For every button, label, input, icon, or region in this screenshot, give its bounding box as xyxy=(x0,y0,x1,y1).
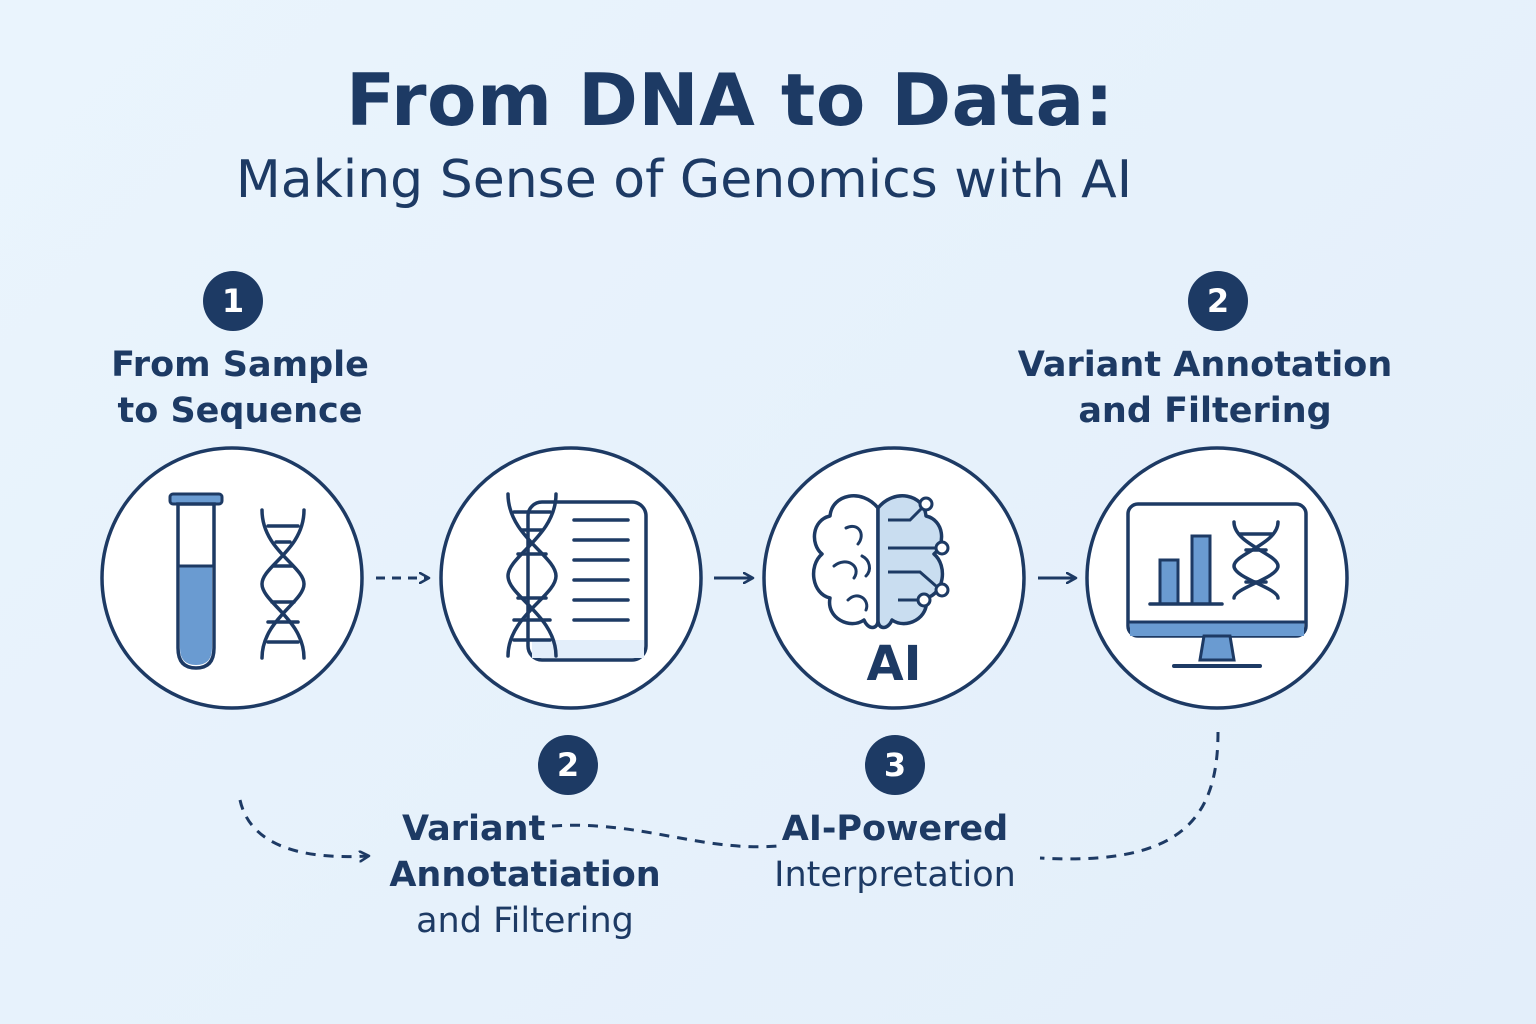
bar-chart-icon xyxy=(1148,534,1224,606)
dna-icon xyxy=(260,508,306,660)
ai-label: AI xyxy=(866,636,921,692)
step-badge-2-top: 2 xyxy=(1188,271,1248,331)
step-label-line: Interpretation xyxy=(774,855,1016,895)
step-badge-3: 3 xyxy=(865,735,925,795)
step-label-line: Annotatiation xyxy=(389,855,661,895)
stage-circle-sample xyxy=(100,446,364,710)
step-label-line: to Sequence xyxy=(117,391,363,431)
step-label-line: Variant Annotation xyxy=(1017,345,1393,385)
step-label-ai-powered-interpretation: AI-Powered Interpretation xyxy=(745,806,1045,898)
page-subtitle: Making Sense of Genomics with AI xyxy=(235,150,1133,210)
dna-icon xyxy=(1232,520,1280,600)
step-badge-1: 1 xyxy=(203,271,263,331)
page-title: From DNA to Data: xyxy=(345,58,1115,142)
step-label-line: From Sample xyxy=(111,345,369,385)
dashed-curve-left xyxy=(238,799,368,857)
document-icon xyxy=(526,500,648,662)
dna-icon xyxy=(506,492,558,658)
step-label-variant-annotatiation-bottom: Variant Annotatiation and Filtering xyxy=(380,806,670,944)
dashed-curve-middle xyxy=(551,823,779,849)
step-badge-2-bottom: 2 xyxy=(538,735,598,795)
step-label-line: and Filtering xyxy=(1078,391,1332,431)
step-label-line: Variant xyxy=(402,809,546,849)
step-label-sample-to-sequence: From Sample to Sequence xyxy=(90,342,390,434)
dashed-curve-right xyxy=(1039,731,1220,861)
brain-circuit-icon xyxy=(811,494,950,630)
test-tube-icon xyxy=(168,492,224,670)
step-label-variant-annotation-top: Variant Annotation and Filtering xyxy=(1000,342,1410,434)
step-label-line: and Filtering xyxy=(416,901,634,941)
step-label-line: AI-Powered xyxy=(781,809,1009,849)
